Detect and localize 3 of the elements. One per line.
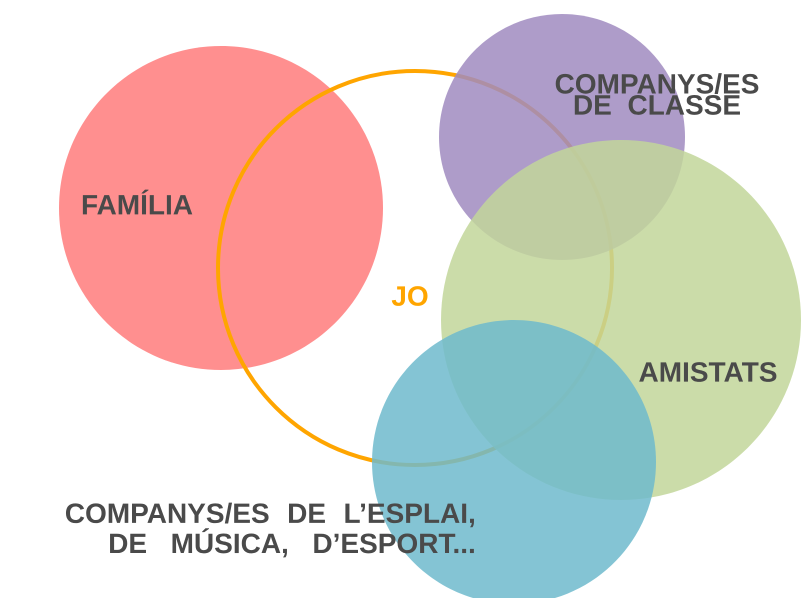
circle-label: AMISTATS xyxy=(639,362,776,382)
circle-label: JO xyxy=(392,286,428,306)
circle-label: FAMÍLIA xyxy=(82,190,192,214)
